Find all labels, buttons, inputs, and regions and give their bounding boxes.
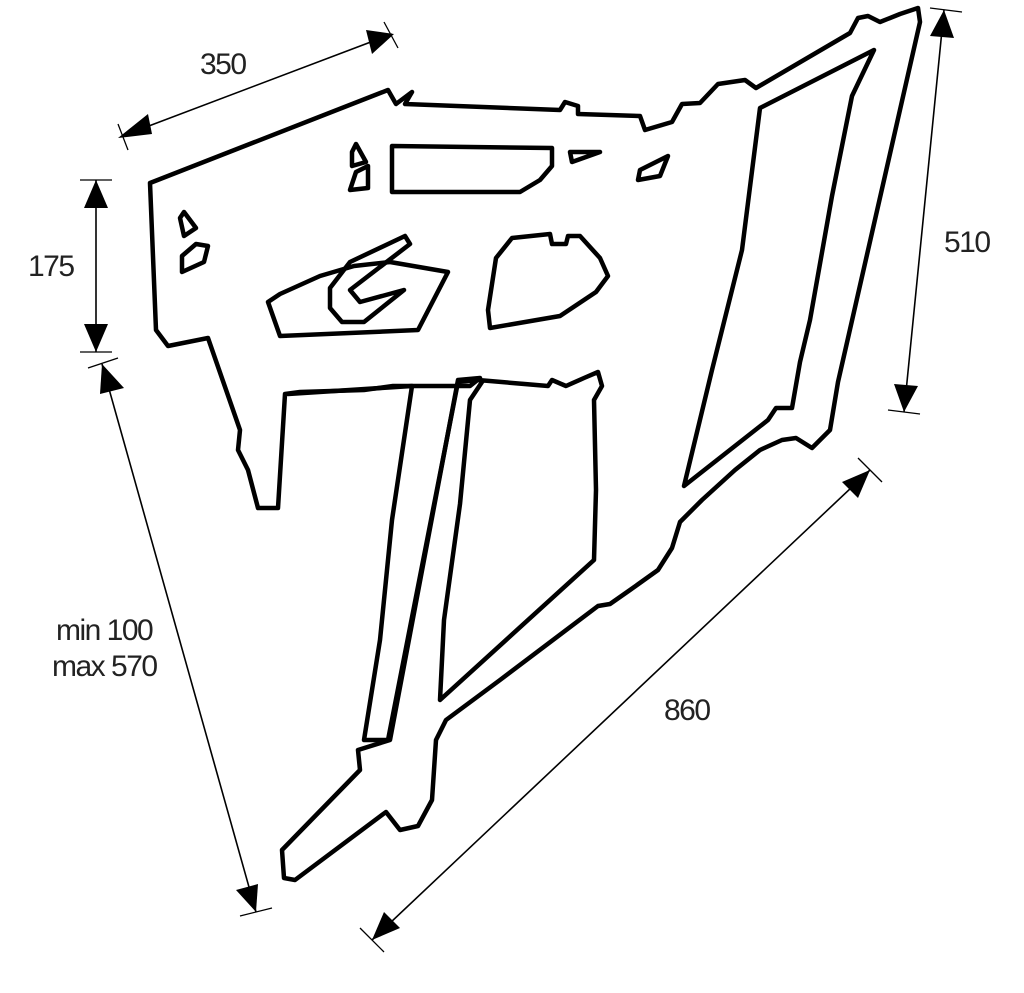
hole-mid-1 <box>349 141 369 169</box>
dim-510-label: 510 <box>944 226 990 259</box>
hole-mid-2 <box>347 163 371 193</box>
lower-left-opening-shape <box>285 369 605 743</box>
dim-ext-line <box>101 363 257 913</box>
hole-left-1 <box>177 209 199 239</box>
dimension-175: 175 <box>28 179 112 353</box>
dim-860-arrow-right <box>842 470 870 498</box>
dim-510-tick-top <box>929 7 963 13</box>
pill-slot <box>327 233 413 325</box>
dim-ext-label-max: max 570 <box>52 650 157 683</box>
dim-860-line <box>371 469 871 941</box>
dimension-510: 510 <box>887 7 992 415</box>
dim-510-arrow-down <box>894 384 918 412</box>
dim-350-label: 350 <box>200 48 246 81</box>
upper-slot <box>389 143 555 195</box>
dimension-extension: min 100 max 570 <box>52 357 273 917</box>
dim-350-arrow-right <box>366 30 394 54</box>
right-window <box>681 47 877 489</box>
dim-860-label: 860 <box>664 694 710 727</box>
dim-ext-arrow-down <box>236 884 258 912</box>
dimension-860: 860 <box>359 457 883 953</box>
dim-ext-tick-top <box>87 357 119 369</box>
dim-510-arrow-up <box>930 10 954 38</box>
middle-window-right <box>485 231 611 331</box>
dim-350-arrow-left <box>118 114 152 138</box>
dim-175-arrow-down <box>84 324 108 352</box>
dim-ext-label-min: min 100 <box>56 614 153 647</box>
dim-860-arrow-left <box>372 912 400 940</box>
dim-175-label: 175 <box>28 250 74 283</box>
mount-bracket-outline <box>147 5 923 883</box>
small-slot-top <box>567 149 603 165</box>
small-slot-right <box>635 153 671 183</box>
dim-350-line <box>124 33 393 136</box>
hole-left-2 <box>179 241 211 275</box>
dimension-350: 350 <box>117 21 399 151</box>
mount-outer-silhouette <box>147 5 923 883</box>
dim-175-arrow-up <box>84 180 108 208</box>
dim-ext-arrow-up <box>100 364 124 394</box>
dim-510-line <box>903 9 945 413</box>
